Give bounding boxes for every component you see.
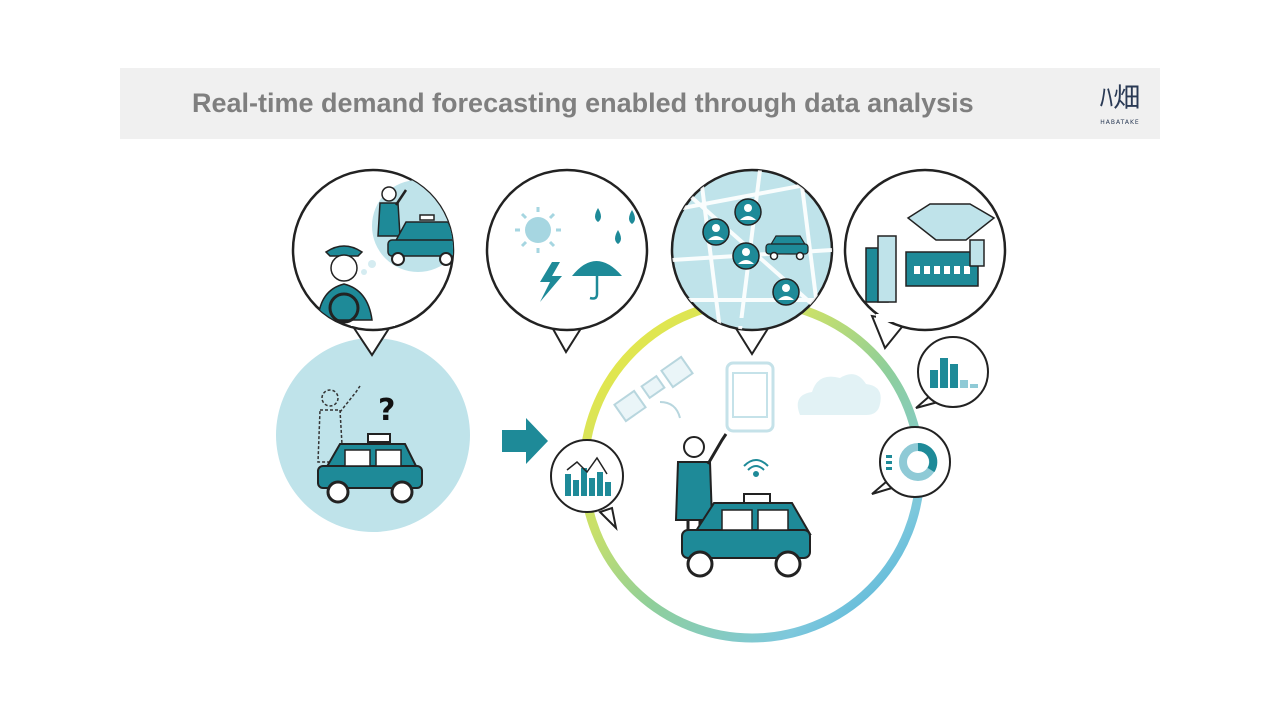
title-bar: Real-time demand forecasting enabled thr… (120, 68, 1160, 139)
waving-passenger-icon (674, 433, 728, 540)
taxi-icon (387, 214, 453, 266)
smartphone-icon (725, 361, 775, 433)
donut-chart-bubble (871, 426, 951, 498)
satellite-icon (613, 355, 694, 423)
arrow-right-icon (502, 418, 548, 464)
cloud-icon (797, 374, 881, 415)
uncertain-demand-group: ? (276, 338, 470, 532)
map-bubble (670, 168, 834, 356)
lightning-icon (540, 262, 562, 302)
umbrella-icon (572, 261, 622, 300)
bar-chart-icon (930, 358, 978, 388)
wifi-signal-icon (743, 459, 769, 477)
page-title: Real-time demand forecasting enabled thr… (192, 88, 974, 118)
question-mark: ? (378, 393, 395, 428)
driver-thinking-bubble (291, 168, 455, 357)
raindrops-icon (595, 208, 635, 244)
donut-chart-icon (886, 443, 938, 481)
building-icon (865, 235, 897, 303)
logo-mark: ﾊ畑 (1099, 83, 1141, 114)
company-logo: ﾊ畑 HABATAKE (1090, 80, 1150, 128)
bar-chart-bubble (915, 336, 989, 409)
taxi-icon (765, 235, 809, 261)
line-chart-bubble (550, 439, 624, 532)
stadium-icon (905, 203, 996, 287)
taxi-icon (681, 493, 812, 578)
logo-subtext: HABATAKE (1100, 119, 1140, 126)
weather-bubble (485, 168, 649, 354)
sun-icon (515, 207, 561, 253)
taxi-icon (317, 433, 423, 504)
line-chart-icon (565, 468, 611, 496)
venue-bubble (843, 168, 1007, 350)
person-pin-icon (702, 198, 800, 306)
driver-icon (317, 245, 373, 324)
